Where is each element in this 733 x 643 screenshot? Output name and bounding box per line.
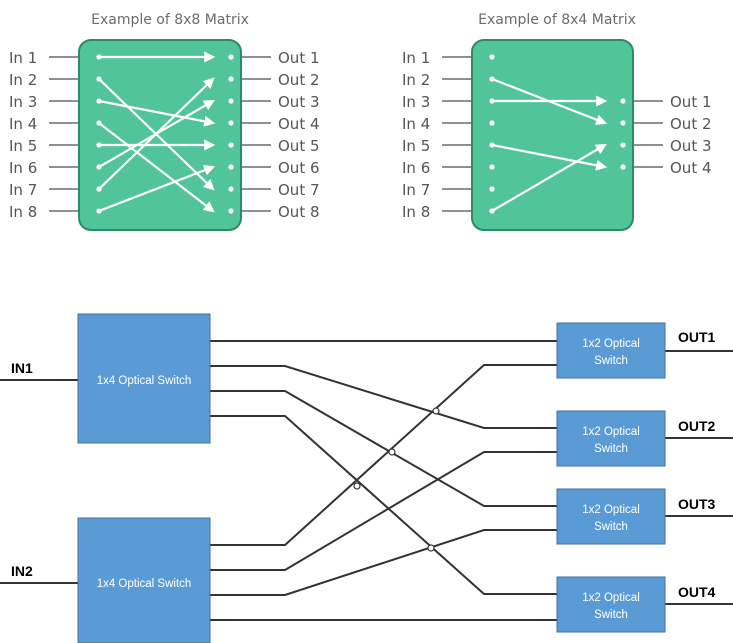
m88-out-label: Out 3 [278,93,320,111]
switch-1x2-label: 1x2 Optical [582,426,640,438]
m88-out-node [228,76,234,82]
m88-out-node [228,120,234,126]
switch-1x4-bottom [77,517,211,643]
m84-in-label: In 4 [402,115,430,133]
optical-network: 1x4 Optical Switch 1x4 Optical Switch 1x… [0,313,733,643]
link-c3-b3b [210,529,557,596]
m84-in-label: In 5 [402,137,430,155]
matrix-8x8-title: Example of 8x8 Matrix [91,12,249,28]
m88-out-label: Out 2 [278,71,320,89]
m88-in-label: In 5 [9,137,37,155]
m88-in-label: In 3 [9,93,37,111]
in2-label: IN2 [11,563,33,579]
m84-in-node [489,54,495,60]
matrix-8x8-output-labels: Out 1 Out 2 Out 3 Out 4 Out 5 Out 6 Out 7 Out 8 [278,49,320,221]
m88-out-node [228,54,234,60]
matrix-8x4-input-labels: In 1 In 2 In 3 In 4 In 5 In 6 In 7 In 8 [402,49,430,221]
in1-label: IN1 [11,360,33,376]
m84-in-label: In 6 [402,159,430,177]
m88-out-node [228,98,234,104]
crossing-marks [353,407,440,552]
switch-1x2-4 [556,576,666,633]
optical-wires [0,340,733,621]
out1-label: OUT1 [678,329,716,345]
m88-out-label: Out 1 [278,49,320,67]
switch-1x2-label: 1x2 Optical [582,504,640,516]
m84-in-node [489,164,495,170]
m88-in-label: In 4 [9,115,37,133]
switch-1x2-label: Switch [594,521,628,533]
m88-in-label: In 8 [9,203,37,221]
matrix-8x4-routes [489,54,626,214]
matrix-8x4-title: Example of 8x4 Matrix [478,12,636,28]
switch-1x4-top [77,313,211,444]
matrix-8x4-output-labels: Out 1 Out 2 Out 3 Out 4 [670,93,712,177]
m84-in-label: In 2 [402,71,430,89]
m84-in-node [489,186,495,192]
m88-out-label: Out 7 [278,181,320,199]
m84-out-node [620,164,626,170]
m84-out-label: Out 2 [670,115,712,133]
m88-route [98,165,216,213]
m88-route [98,99,216,127]
matrix-8x8: Example of 8x8 Matrix In 1In 2In 3In 4In… [9,12,320,231]
m88-route [98,77,215,190]
m88-out-label: Out 8 [278,203,320,221]
m88-out-label: Out 6 [278,159,320,177]
m84-out-label: Out 3 [670,137,712,155]
m88-in-label: In 2 [9,71,37,89]
switch-1x4-bottom-label: 1x4 Optical Switch [97,578,192,590]
m84-out-node [620,142,626,148]
switch-1x2-2 [556,410,666,467]
m88-out-node [228,208,234,214]
m84-route [491,143,607,212]
link-c1-b1b [210,364,557,546]
switch-1x2-label: Switch [594,609,628,621]
m84-out-node [620,120,626,126]
out3-label: OUT3 [678,496,716,512]
m84-in-label: In 8 [402,203,430,221]
m84-out-node [620,98,626,104]
link-a3-b3a [210,390,557,507]
link-c2-b2b [210,451,557,571]
m88-out-node [228,186,234,192]
m88-out-node [228,164,234,170]
link-a2-b2a [210,365,557,429]
m88-out-label: Out 5 [278,137,320,155]
matrix-8x8-box [78,39,242,231]
matrix-8x4: Example of 8x4 Matrix In 1In 2In 3In 4In… [402,12,712,231]
switch-1x2-label: Switch [594,443,628,455]
matrix-8x4-box [471,39,634,231]
m84-in-label: In 3 [402,93,430,111]
switch-1x2-1 [556,322,666,379]
m88-in-label: In 6 [9,159,37,177]
link-a4-b4a [210,415,557,595]
m84-out-label: Out 4 [670,159,712,177]
m88-route [98,122,215,213]
m88-out-label: Out 4 [278,115,320,133]
m88-in-label: In 1 [9,49,37,67]
m84-out-label: Out 1 [670,93,712,111]
matrix-8x8-routes [96,51,234,214]
switch-1x4-top-label: 1x4 Optical Switch [97,375,192,387]
m84-in-node [489,120,495,126]
m88-out-node [228,142,234,148]
switch-1x2-label: 1x2 Optical [582,338,640,350]
m88-in-label: In 7 [9,181,37,199]
matrix-8x8-input-labels: In 1 In 2 In 3 In 4 In 5 In 6 In 7 In 8 [9,49,37,221]
m84-in-label: In 1 [402,49,430,67]
out2-label: OUT2 [678,418,716,434]
switch-1x2-3 [556,488,666,545]
m84-route [491,143,608,171]
m84-in-label: In 7 [402,181,430,199]
out4-label: OUT4 [678,584,716,600]
switch-1x2-label: 1x2 Optical [582,592,640,604]
switch-1x2-label: Switch [594,355,628,367]
